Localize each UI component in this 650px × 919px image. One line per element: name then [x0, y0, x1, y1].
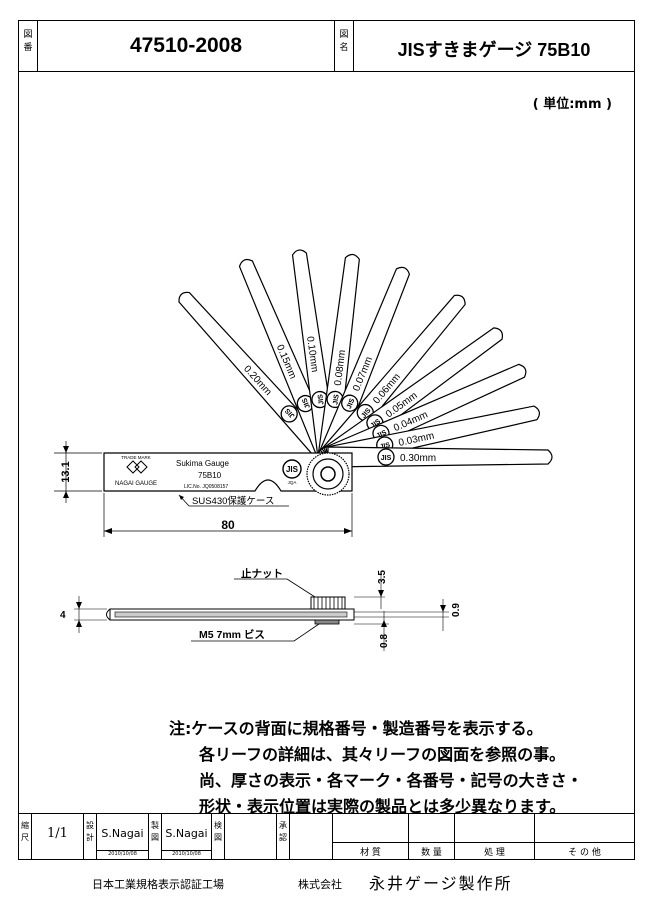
other-label: そ の 他: [568, 848, 601, 858]
jis-mark-leaf-text: JIS: [346, 397, 357, 410]
dim-case: 0.8: [379, 634, 390, 648]
leaf-thickness-label: 0.08mm: [333, 349, 348, 386]
dim-leaf: 0.9: [451, 603, 462, 617]
scale-value: 1/1: [47, 826, 68, 841]
jis-mark-leaf-text: JIS: [317, 393, 325, 405]
qty-label: 数 量: [421, 848, 442, 858]
svg-text:JQA: JQA: [288, 480, 297, 485]
jis-mark-leaf: [280, 405, 298, 423]
note-line: 注:ケースの背面に規格番号・製造番号を表示する。: [169, 719, 543, 738]
jis-mark-leaf-text: JIS: [301, 397, 312, 410]
svg-text:JIS: JIS: [286, 465, 299, 474]
model-text: 75B10: [198, 471, 222, 480]
drafting-date: 2010/10/08: [162, 850, 211, 857]
cert-text: 日本工業規格表示認証工場: [92, 878, 224, 891]
dim-nut: 3.5: [377, 570, 388, 584]
zumei-cell: 図名: [335, 21, 354, 71]
header-row: 図番 47510-2008 図名 JISすきまゲージ 75B10: [19, 21, 634, 72]
case-logo: [126, 460, 148, 474]
treatment-label: 処 理: [484, 848, 505, 858]
unit-note: ( 単位:mm ): [532, 97, 612, 112]
title-block: 縮尺 1/1 設計 S.Nagai 2010/10/08 製図 S.Nagai …: [19, 813, 634, 859]
approve-label: 承認: [279, 821, 287, 842]
dim-thickness: 4: [60, 610, 66, 621]
drawing-title: JISすきまゲージ 75B10: [397, 40, 591, 60]
jis-mark-leaf-text: JIS: [379, 442, 391, 451]
drawing-frame: 図番 47510-2008 図名 JISすきまゲージ 75B10 ( 単位:mm…: [18, 20, 635, 860]
check-label: 検図: [214, 821, 222, 842]
dim-length: 80: [221, 518, 235, 532]
drawing-title-cell: JISすきまゲージ 75B10: [354, 21, 634, 71]
case-callout: SUS430保護ケース: [192, 495, 274, 507]
pivot-nut: [306, 452, 350, 496]
screw-label: M5 7mm ビス: [199, 628, 265, 641]
product-text: Sukima Gauge: [176, 459, 229, 468]
drawing-number-cell: 47510-2008: [38, 21, 335, 71]
note-line: 尚、厚さの表示・各マーク・各番号・記号の大きさ・: [199, 771, 583, 790]
feeler-leaf: JIS 0.08mm: [317, 253, 360, 459]
company-type: 株式会社: [298, 878, 342, 891]
company-name: 永井ゲージ製作所: [369, 874, 513, 893]
jis-mark-leaf-text: JIS: [381, 455, 392, 462]
note-line: 形状・表示位置は実際の製品とは多少異なります。: [199, 797, 566, 816]
dim-height: 13.1: [60, 461, 72, 482]
side-view: [106, 596, 355, 625]
leaf-thickness-label: 0.10mm: [304, 336, 320, 373]
gauge-drawing: JIS0.20mmJIS0.15mmJIS0.10mmJIS0.08mmJIS0…: [54, 249, 553, 651]
jis-mark-case: JIS JQA: [282, 459, 302, 485]
scale-label: 縮尺: [21, 821, 29, 842]
design-date: 2010/10/08: [97, 850, 148, 857]
leaves: JIS0.20mmJIS0.15mmJIS0.10mmJIS0.08mmJIS0…: [178, 249, 553, 468]
zuban-label: 図番: [23, 30, 33, 53]
jis-mark-leaf: [377, 448, 395, 466]
feeler-leaf: JIS 0.30mm: [327, 446, 553, 468]
spec-columns: 材 質 数 量 処 理 そ の 他: [333, 814, 634, 859]
license-text: LIC.No. JQ0508157: [184, 484, 228, 490]
zuban-cell: 図番: [19, 21, 38, 71]
trade-mark-text: TRADE MARK: [121, 455, 151, 460]
notes: 注:ケースの背面に規格番号・製造番号を表示する。 各リーフの詳細は、其々リーフの…: [169, 716, 583, 820]
drawing-number: 47510-2008: [129, 34, 243, 57]
jis-mark-leaf-text: JIS: [332, 394, 340, 406]
nut-label: 止ナット: [241, 567, 283, 580]
designer-name: S.Nagai: [101, 827, 144, 840]
zumei-label: 図名: [339, 30, 349, 53]
material-label: 材 質: [360, 848, 381, 858]
jis-mark-leaf: [341, 394, 359, 412]
note-line: 各リーフの詳細は、其々リーフの図面を参照の事。: [199, 745, 566, 764]
drafting-label: 製図: [151, 821, 159, 842]
leaf-thickness-label: 0.30mm: [400, 453, 436, 464]
drafter-name: S.Nagai: [165, 827, 208, 840]
brand-text: NAGAI GAUGE: [115, 481, 157, 487]
jis-mark-leaf-text: JIS: [375, 429, 388, 440]
design-label: 設計: [86, 821, 94, 842]
